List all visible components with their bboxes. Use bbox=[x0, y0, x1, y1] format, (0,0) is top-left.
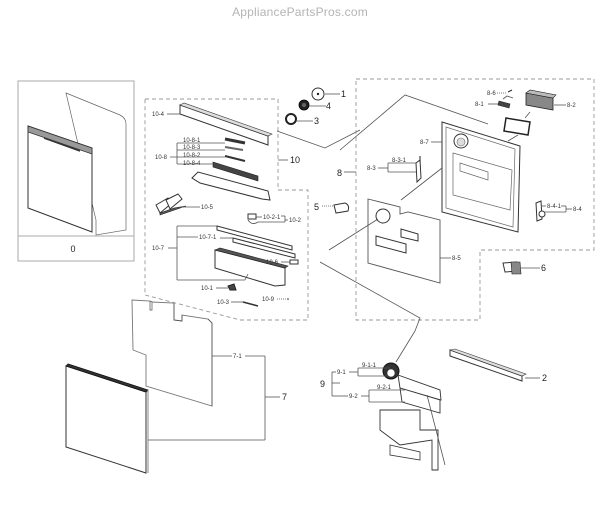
callout-7-1: 7-1 bbox=[233, 354, 242, 360]
part-8-5[interactable]: 8-5 bbox=[367, 198, 461, 284]
callout-2: 2 bbox=[542, 373, 547, 383]
callout-10-8-4: 10-8-4 bbox=[183, 161, 201, 167]
callout-10-8: 10-8 bbox=[155, 155, 168, 161]
callout-10-9: 10-9 bbox=[262, 297, 275, 303]
part-3-ring[interactable]: 3 bbox=[285, 113, 319, 126]
callout-10-7: 10-7 bbox=[152, 246, 165, 252]
callout-10-6: 10-6 bbox=[266, 260, 279, 266]
callout-8-3-1: 8-3-1 bbox=[392, 158, 407, 164]
callout-8-7: 8-7 bbox=[420, 140, 429, 146]
part-7-outer-door[interactable] bbox=[65, 363, 265, 474]
part-1-cap[interactable]: 1 bbox=[311, 87, 346, 101]
callout-10-7-1: 10-7-1 bbox=[199, 235, 217, 241]
callout-10-8-3: 10-8-3 bbox=[183, 145, 201, 151]
callout-1: 1 bbox=[341, 89, 346, 99]
callout-10-8-1: 10-8-1 bbox=[183, 138, 201, 144]
part-8-7[interactable]: 8-7 bbox=[420, 121, 521, 233]
part-8-3[interactable]: 8-3-1 8-3 bbox=[367, 156, 422, 184]
callout-10: 10 bbox=[290, 155, 300, 165]
part-6-latch[interactable]: 6 bbox=[502, 261, 546, 275]
part-10-5[interactable]: 10-5 bbox=[155, 193, 214, 216]
callout-9: 9 bbox=[320, 379, 325, 389]
callout-8-2: 8-2 bbox=[567, 103, 576, 109]
callout-8-4: 8-4 bbox=[573, 207, 582, 213]
callout-10-3: 10-3 bbox=[217, 300, 230, 306]
callout-0: 0 bbox=[70, 244, 75, 254]
part-8-1[interactable]: 8-1 bbox=[475, 100, 511, 109]
callout-10-2-1: 10-2-1 bbox=[263, 215, 281, 221]
callout-8-6: 8-6 bbox=[487, 91, 496, 97]
dishwasher-control-panel bbox=[27, 125, 93, 155]
part-0-dishwasher[interactable]: 0 bbox=[17, 80, 135, 262]
part-8-6[interactable]: 8-6 bbox=[487, 89, 514, 100]
dishwasher-handle bbox=[43, 137, 81, 152]
callout-8-1: 8-1 bbox=[475, 102, 484, 108]
callout-8-5: 8-5 bbox=[452, 256, 461, 262]
part-2-rail[interactable]: 2 bbox=[448, 348, 547, 383]
dishwasher-body bbox=[65, 92, 127, 236]
part-display-gasket[interactable] bbox=[503, 117, 531, 136]
callout-9-2-1: 9-2-1 bbox=[377, 385, 392, 391]
callout-9-1-1: 9-1-1 bbox=[362, 363, 377, 369]
part-4-gasket[interactable]: 4 bbox=[298, 99, 331, 111]
callout-8-4-1: 8-4-1 bbox=[547, 204, 562, 210]
part-10-7[interactable]: 10-7-1 10-7 bbox=[152, 225, 296, 287]
part-10-1[interactable]: 10-1 bbox=[201, 283, 237, 292]
callout-9-2: 9-2 bbox=[349, 394, 358, 400]
callout-10-2: 10-2 bbox=[289, 218, 302, 224]
callout-8: 8 bbox=[337, 168, 342, 178]
part-10-6[interactable]: 10-6 bbox=[266, 259, 299, 266]
part-8-4[interactable]: 8-4-1 8-4 bbox=[535, 200, 582, 222]
part-9-assembly[interactable]: 9 9-1 9-1-1 9-2 9-2-1 bbox=[320, 330, 446, 471]
group-10-boundary bbox=[144, 98, 309, 321]
part-10-4[interactable]: 10-4 bbox=[152, 102, 273, 146]
part-10-8[interactable]: 10-8-1 10-8-3 10-8-2 10-8-4 10-8 bbox=[155, 137, 259, 182]
part-10-9[interactable]: 10-9 bbox=[262, 297, 289, 303]
callout-3: 3 bbox=[314, 116, 319, 126]
part-10-2[interactable]: 10-2-1 10-2 bbox=[247, 213, 302, 224]
callout-10-1: 10-1 bbox=[201, 286, 214, 292]
watermark: AppliancePartsPros.com bbox=[232, 5, 368, 19]
part-10-3[interactable]: 10-3 bbox=[217, 300, 259, 307]
callout-9-1: 9-1 bbox=[337, 370, 346, 376]
part-8-2[interactable]: 8-2 bbox=[525, 89, 576, 111]
callout-10-4: 10-4 bbox=[152, 112, 165, 118]
group-8-boundary bbox=[355, 78, 595, 321]
callout-6: 6 bbox=[541, 263, 546, 273]
callout-5: 5 bbox=[314, 202, 319, 212]
part-7-1[interactable]: 7-1 bbox=[131, 299, 265, 407]
callout-10-5: 10-5 bbox=[201, 205, 214, 211]
callout-4: 4 bbox=[326, 101, 331, 111]
callout-7: 7 bbox=[282, 392, 287, 402]
callout-8-3: 8-3 bbox=[367, 166, 376, 172]
part-door-handle[interactable] bbox=[191, 171, 271, 201]
part-5-clip[interactable]: 5 bbox=[314, 202, 350, 214]
callout-10-8-2: 10-8-2 bbox=[183, 153, 201, 159]
